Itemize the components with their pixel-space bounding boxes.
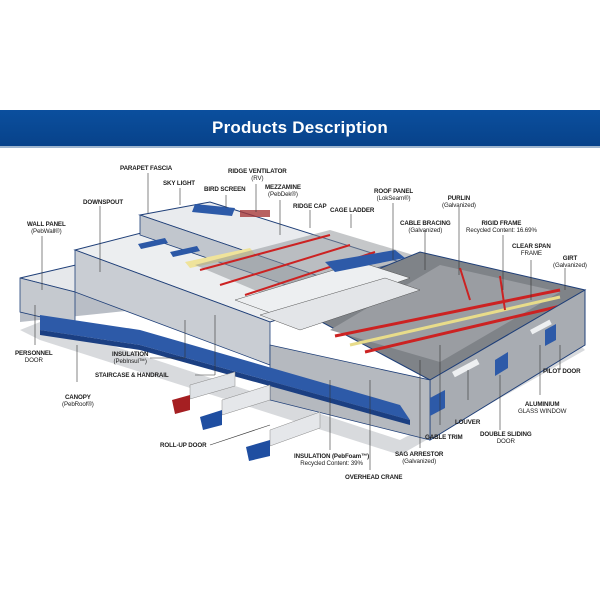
label-downspout: DOWNSPOUT [83, 199, 124, 206]
label-sky-light: SKY LIGHT [163, 180, 195, 187]
label-cable-bracing: CABLE BRACING(Galvanized) [400, 220, 451, 234]
label-bird-screen: BIRD SCREEN [204, 186, 246, 193]
label-mezzanine: MEZZAMINE(PebDek®) [265, 184, 301, 198]
label-gable-trim: GABLE TRIM [425, 434, 463, 441]
label-overhead-crane: OVERHEAD CRANE [345, 474, 403, 481]
label-pilot-door: PILOT DOOR [543, 368, 581, 375]
label-parapet-fascia: PARAPET FASCIA [120, 165, 173, 172]
label-ridge-cap: RIDGE CAP [293, 203, 327, 210]
label-insulation-pebfoam: INSULATION (PebFoam™)Recycled Content: 3… [294, 453, 370, 467]
label-staircase-handrail: STAIRCASE & HANDRAIL [95, 372, 169, 379]
label-sag-arrestor: SAG ARRESTOR(Galvanized) [395, 451, 444, 465]
label-cage-ladder: CAGE LADDER [330, 207, 375, 214]
label-girt: GIRT(Galvanized) [553, 255, 587, 269]
label-louver: LOUVER [455, 419, 481, 426]
label-ridge-ventilator: RIDGE VENTILATOR(RV) [228, 168, 287, 182]
truck-blue-2 [246, 411, 321, 461]
page-title: Products Description [212, 118, 388, 137]
truck-red [172, 371, 236, 414]
label-wall-panel: WALL PANEL(PebWall®) [27, 221, 66, 235]
label-canopy: CANOPY(PebRoof®) [62, 394, 94, 408]
label-purlin: PURLIN(Galvanized) [442, 195, 476, 209]
label-roof-panel: ROOF PANEL(LokSeam®) [374, 188, 414, 202]
label-insulation-pebinsul: INSULATION(PebInsul™) [112, 351, 149, 365]
label-roll-up-door: ROLL-UP DOOR [160, 442, 207, 449]
title-banner: Products Description [0, 110, 600, 148]
truck-blue-1 [200, 384, 271, 430]
